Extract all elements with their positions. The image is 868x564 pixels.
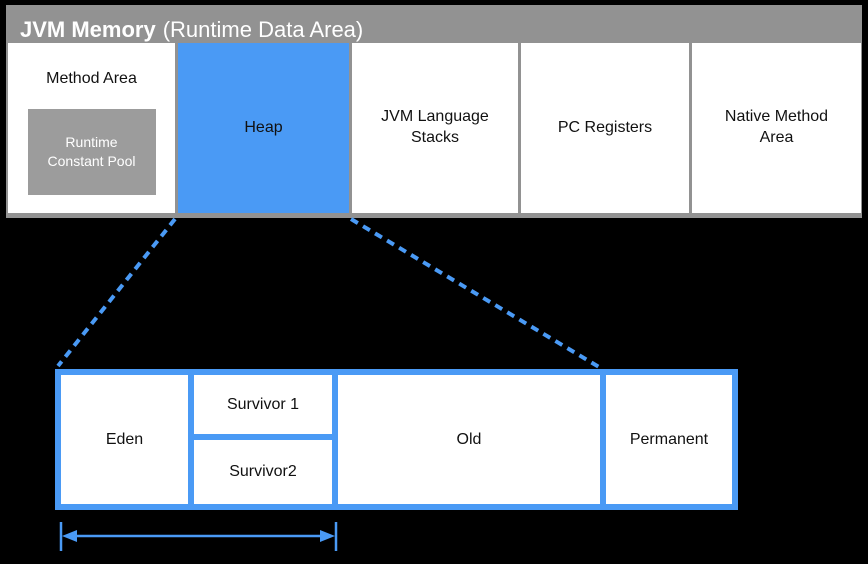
heap-detail-cell-eden: Eden (61, 375, 188, 504)
diagram-title-main: JVM Memory (20, 17, 156, 42)
box-jvm-language-stacks: JVM Language Stacks (352, 43, 518, 213)
box-pc-registers: PC Registers (521, 43, 689, 213)
survivor2-label: Survivor2 (229, 463, 297, 480)
runtime-constant-pool-label: Runtime Constant Pool (47, 133, 136, 169)
runtime-constant-pool-box: Runtime Constant Pool (27, 108, 156, 195)
pc-registers-label: PC Registers (557, 118, 653, 136)
heap-detail-cell-survivor1: Survivor 1 (194, 375, 332, 434)
native-method-area-label: Native Method Area (724, 108, 829, 146)
heap-detail-cell-old: Old (338, 375, 600, 504)
survivor1-label: Survivor 1 (226, 395, 300, 413)
young-generation-span-arrow-icon (59, 522, 338, 551)
heap-detail-box: Eden Survivor 1 Survivor2 Old Permanent (55, 369, 738, 510)
permanent-label: Permanent (629, 430, 709, 448)
jvm-language-stacks-label: JVM Language Stacks (381, 108, 489, 146)
method-area-label: Method Area (46, 70, 137, 87)
arrow-head-left (62, 530, 77, 542)
box-native-method-area: Native Method Area (692, 43, 861, 213)
dashed-connector-left-icon (56, 217, 177, 368)
diagram-title-subtitle: (Runtime Data Area) (162, 17, 364, 42)
old-label: Old (456, 430, 482, 448)
box-method-area: Method Area Runtime Constant Pool (8, 43, 175, 213)
heap-detail-cell-permanent: Permanent (606, 375, 732, 504)
diagram-title: JVM Memory(Runtime Data Area) (20, 17, 363, 43)
heap-detail-cell-survivor2: Survivor2 (194, 440, 332, 504)
arrow-head-right (320, 530, 335, 542)
dashed-connector-right-icon (349, 217, 601, 369)
heap-label: Heap (244, 118, 283, 136)
box-heap: Heap (178, 43, 349, 213)
eden-label: Eden (105, 430, 144, 448)
